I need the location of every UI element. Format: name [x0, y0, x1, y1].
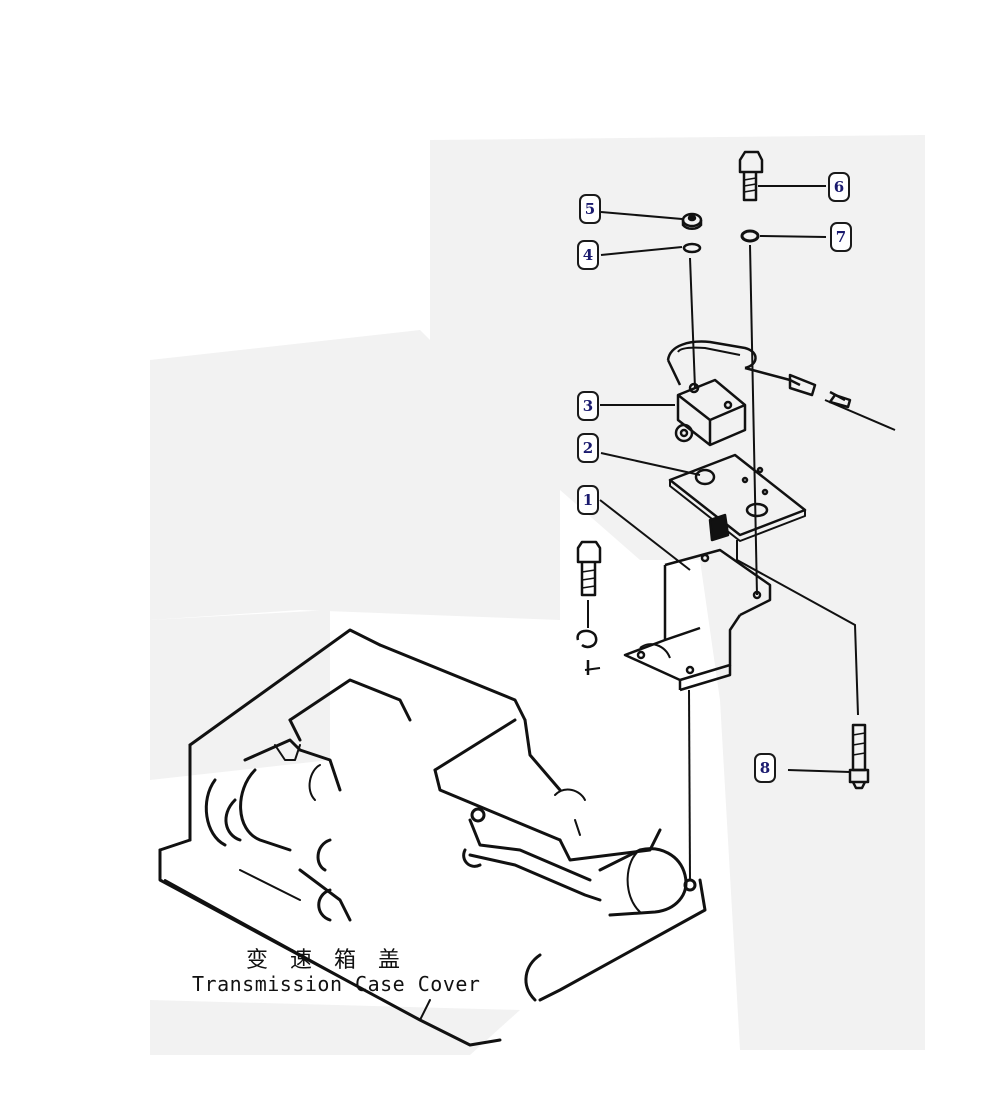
plate-part-2 — [668, 453, 807, 542]
callout-part-8[interactable]: 8 — [754, 753, 776, 783]
bolt-part-6 — [738, 150, 764, 202]
callout-part-1[interactable]: 1 — [577, 485, 599, 515]
caption-chinese: 变速箱盖 — [246, 948, 423, 973]
callout-part-6[interactable]: 6 — [828, 172, 850, 202]
caption-english: Transmission Case Cover — [192, 972, 481, 996]
callout-part-5[interactable]: 5 — [579, 194, 601, 224]
nut-part-5 — [681, 212, 703, 230]
background-watermark — [150, 135, 925, 1055]
washer-part-7 — [740, 229, 760, 243]
assembly-lines — [587, 244, 859, 881]
leader-lines — [599, 185, 851, 773]
bolt-part-8 — [848, 723, 870, 790]
callout-part-3[interactable]: 3 — [577, 391, 599, 421]
callout-part-2[interactable]: 2 — [577, 433, 599, 463]
limit-switch-part-3 — [666, 340, 896, 447]
side-bolt-assembly — [576, 540, 602, 675]
callout-part-7[interactable]: 7 — [830, 222, 852, 252]
callout-part-4[interactable]: 4 — [577, 240, 599, 270]
bracket-part-1 — [623, 548, 772, 692]
lock-washer-part-4 — [682, 242, 702, 254]
transmission-case-cover — [158, 628, 707, 1047]
